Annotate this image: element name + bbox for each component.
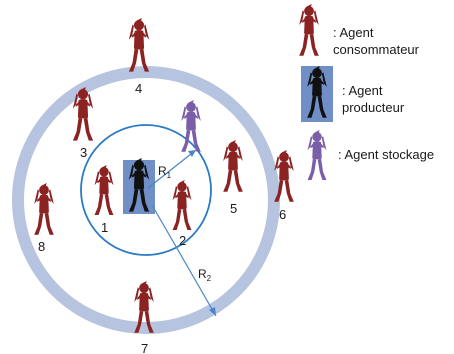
agent-number-7: 7 — [141, 341, 148, 354]
consumer-agent-4 — [128, 18, 150, 72]
legend-producer-line1: : Agent — [342, 83, 383, 98]
legend-storage-label: : Agent stockage — [338, 146, 434, 163]
agent-number-2: 2 — [179, 233, 186, 248]
legend-producer-line2: producteur — [342, 100, 405, 115]
radius-line-r2 — [151, 204, 217, 317]
agent-number-5: 5 — [230, 201, 237, 216]
agent-number-4: 4 — [135, 81, 142, 96]
outer-ring — [12, 66, 280, 334]
consumer-agent-icon — [299, 4, 319, 56]
legend-storage-line1: : Agent stockage — [338, 147, 435, 162]
consumer-agent-1 — [94, 165, 114, 215]
radius-r1-arrowhead — [188, 150, 196, 157]
agent-number-1: 1 — [101, 220, 108, 235]
radius-line-r1 — [147, 149, 197, 189]
radius-label-r2: R2 — [198, 267, 212, 283]
agent-number-3: 3 — [80, 145, 87, 160]
radius-label-r1: R1 — [158, 164, 172, 180]
producer-agent-icon — [301, 66, 333, 122]
radius-r2-arrowhead — [209, 307, 216, 316]
consumer-agent-2 — [172, 180, 192, 230]
consumer-agent-5 — [223, 140, 243, 192]
inner-circle — [80, 124, 212, 256]
storage-agent-icon — [307, 130, 327, 180]
consumer-agent-8 — [34, 183, 54, 235]
agent-number-8: 8 — [38, 239, 45, 254]
legend-consumer-label: : Agent consommateur — [333, 24, 419, 58]
legend-consumer-line2: consommateur — [333, 42, 419, 57]
agent-number-6: 6 — [279, 207, 286, 222]
legend-consumer-line1: : Agent — [333, 25, 374, 40]
legend-producer-label: : Agent producteur — [342, 82, 404, 116]
